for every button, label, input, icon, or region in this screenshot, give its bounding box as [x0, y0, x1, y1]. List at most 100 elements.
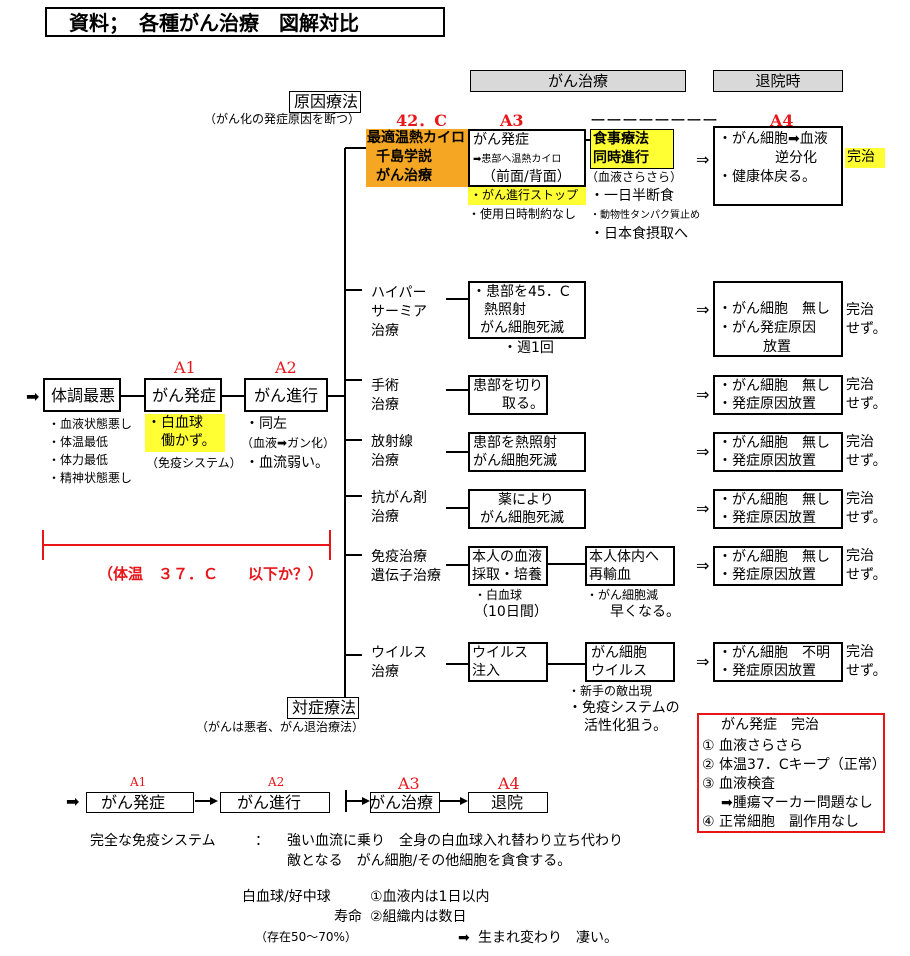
diet-line-2: 同時進行 — [593, 150, 649, 166]
symptom-therapy-label: 対症療法 — [292, 698, 357, 717]
immune-box2-2: 再輸血 — [589, 567, 631, 583]
immune-box-2: 採取・培養 — [472, 567, 542, 583]
immune-name-1: 免疫治療 — [371, 549, 427, 565]
a2-box-text: がん進行 — [254, 386, 319, 405]
virus-box2: がん細胞 ウイルス — [585, 642, 675, 682]
a2-note-1: ・同左 — [245, 416, 287, 432]
wbc-line-3b: 生まれ変わり 凄い。 — [478, 930, 618, 946]
immune-note-1: ・白血球 — [474, 588, 523, 602]
surgery-box: 患部を切り 取る。 — [468, 375, 548, 415]
virus-outcome-2: せず。 — [846, 663, 887, 679]
flow-a2-label: A2 — [268, 775, 285, 789]
a3-box-line-2: ➡患部へ温熱カイロ — [473, 154, 562, 165]
arrow-top: ⇒ — [696, 150, 710, 169]
immune-result-box: ・がん細胞 無し ・発症原因放置 — [713, 546, 843, 586]
virus-name-1: ウイルス — [371, 645, 427, 661]
flow-a3-label: A3 — [398, 774, 420, 793]
a4-label: A4 — [770, 111, 794, 130]
surgery-box-1: 患部を切り — [473, 378, 543, 394]
radiation-name-2: 治療 — [371, 453, 399, 469]
virus-note-1: ・新手の敵出現 — [568, 684, 653, 698]
immune-note2-1: ・がん細胞減 — [586, 588, 659, 602]
a1-label: A1 — [174, 358, 196, 377]
flow-a1-label: A1 — [130, 775, 147, 789]
diet-note-1: （血液さらさら） — [586, 170, 683, 184]
virus-box-2: 注入 — [472, 663, 500, 679]
start-note-3: ・体力最低 — [48, 453, 109, 467]
immune-outcome-2: せず。 — [846, 567, 887, 583]
drug-outcome-1: 完治 — [846, 491, 874, 507]
result-top-line-1: ・がん細胞➡血液 — [718, 131, 828, 147]
a3-box: がん発症 ➡患部へ温熱カイロ （前面/背面） — [468, 129, 586, 187]
virus-name-2: 治療 — [371, 664, 399, 680]
hyper-name-1: ハイパー — [371, 285, 427, 301]
hyper-note: ・週1回 — [503, 340, 554, 356]
surgery-box-2: 取る。 — [502, 396, 544, 412]
drug-result-box: ・がん細胞 無し ・発症原因放置 — [713, 489, 843, 529]
chishima-line-1: 最適温熱カイロ — [367, 130, 465, 146]
radiation-result-box: ・がん細胞 無し ・発症原因放置 — [713, 432, 843, 472]
drug-box-1: 薬により — [498, 492, 554, 508]
a3-label: A3 — [500, 111, 524, 130]
diet-line-1: 食事療法 — [593, 131, 649, 147]
flow-box-4-text: 退院 — [491, 793, 524, 812]
result-top-box: ・がん細胞➡血液 逆分化 ・健康体戻る。 — [713, 126, 843, 206]
page-title: 資料； 各種がん治療 図解対比 — [69, 11, 359, 35]
cure-summary-title: がん発症 完治 — [721, 717, 819, 733]
hyper-box-1: ・患部を45．C — [472, 284, 570, 300]
virus-box2-1: がん細胞 — [591, 645, 647, 661]
a3-box-line-1: がん発症 — [473, 132, 529, 148]
virus-result-2: ・発症原因放置 — [718, 663, 816, 679]
wbc-line-1a: 白血球/好中球 — [242, 889, 331, 905]
wbc-arrow-icon: ➡ — [458, 930, 470, 946]
a1-sub: （免疫システム） — [146, 456, 242, 470]
surgery-result-1: ・がん細胞 無し — [718, 378, 830, 394]
radiation-box-1: 患部を熱照射 — [473, 435, 557, 451]
flow-box-3: がん治療 — [369, 792, 440, 813]
surgery-result-2: ・発症原因放置 — [718, 396, 816, 412]
hyper-name-2: サーミア — [371, 304, 427, 320]
virus-note-3: 活性化狙う。 — [584, 718, 668, 734]
immune-line-2: 敵となる がん細胞/その他細胞を貪食する。 — [287, 853, 572, 869]
immune-box: 本人の血液 採取・培養 — [468, 546, 548, 586]
surgery-name-2: 治療 — [371, 397, 399, 413]
immune-note-2: （10日間） — [474, 604, 548, 620]
flow-box-3-text: がん治療 — [369, 793, 434, 812]
cure-item-2: ② 体温37．Cキープ（正常） — [702, 757, 886, 773]
diet-note-4: ・日本食摂取へ — [590, 226, 688, 242]
hyper-name-3: 治療 — [371, 323, 399, 339]
radiation-name-1: 放射線 — [371, 434, 413, 450]
start-note-4: ・精神状態悪し — [48, 471, 133, 485]
immune-result-1: ・がん細胞 無し — [718, 549, 830, 565]
flow-box-1-text: がん発症 — [101, 793, 166, 812]
hyper-result-box: ・がん細胞 無し ・がん発症原因 放置 — [713, 281, 843, 357]
chishima-box: 最適温熱カイロ 千島学説 がん治療 — [366, 129, 470, 187]
temp-range-text: （体温 ３７．Ｃ 以下か？） — [98, 565, 324, 583]
immune-box-1: 本人の血液 — [472, 549, 542, 565]
diet-note-2: ・一日半断食 — [590, 188, 674, 204]
a1-box: がん発症 — [144, 378, 222, 412]
arrow-2: ⇒ — [696, 385, 710, 404]
drug-name-2: 治療 — [371, 509, 399, 525]
result-top-highlight: 完治 — [845, 148, 885, 168]
a2-note-2: （血液➡ガン化） — [241, 436, 336, 450]
a2-box: がん進行 — [244, 378, 328, 412]
cure-item-3: ③ 血液検査 — [702, 776, 776, 792]
diet-box: 食事療法 同時進行 — [590, 129, 674, 169]
a1-highlight: ・白血球 働かず。 — [145, 414, 225, 452]
a2-note-3: ・血流弱い。 — [245, 455, 329, 471]
hyper-outcome-1: 完治 — [846, 302, 874, 318]
flow-a4-label: A4 — [498, 774, 520, 793]
surgery-result-box: ・がん細胞 無し ・発症原因放置 — [713, 375, 843, 415]
virus-box2-2: ウイルス — [591, 663, 647, 679]
chishima-line-2: 千島学説 — [376, 149, 432, 165]
wbc-line-1b: ①血液内は1日以内 — [370, 889, 490, 905]
wbc-line-2a: 寿命 — [334, 909, 362, 925]
wbc-line-3a: （存在50～70%） — [255, 930, 357, 944]
hyper-box-2: 熱照射 — [484, 302, 526, 318]
cause-therapy-box: 原因療法 — [289, 91, 361, 113]
virus-box-1: ウイルス — [472, 645, 528, 661]
hyper-result-2: ・がん発症原因 — [718, 320, 816, 336]
diet-note-3: ・動物性タンパク質止め — [590, 210, 700, 221]
